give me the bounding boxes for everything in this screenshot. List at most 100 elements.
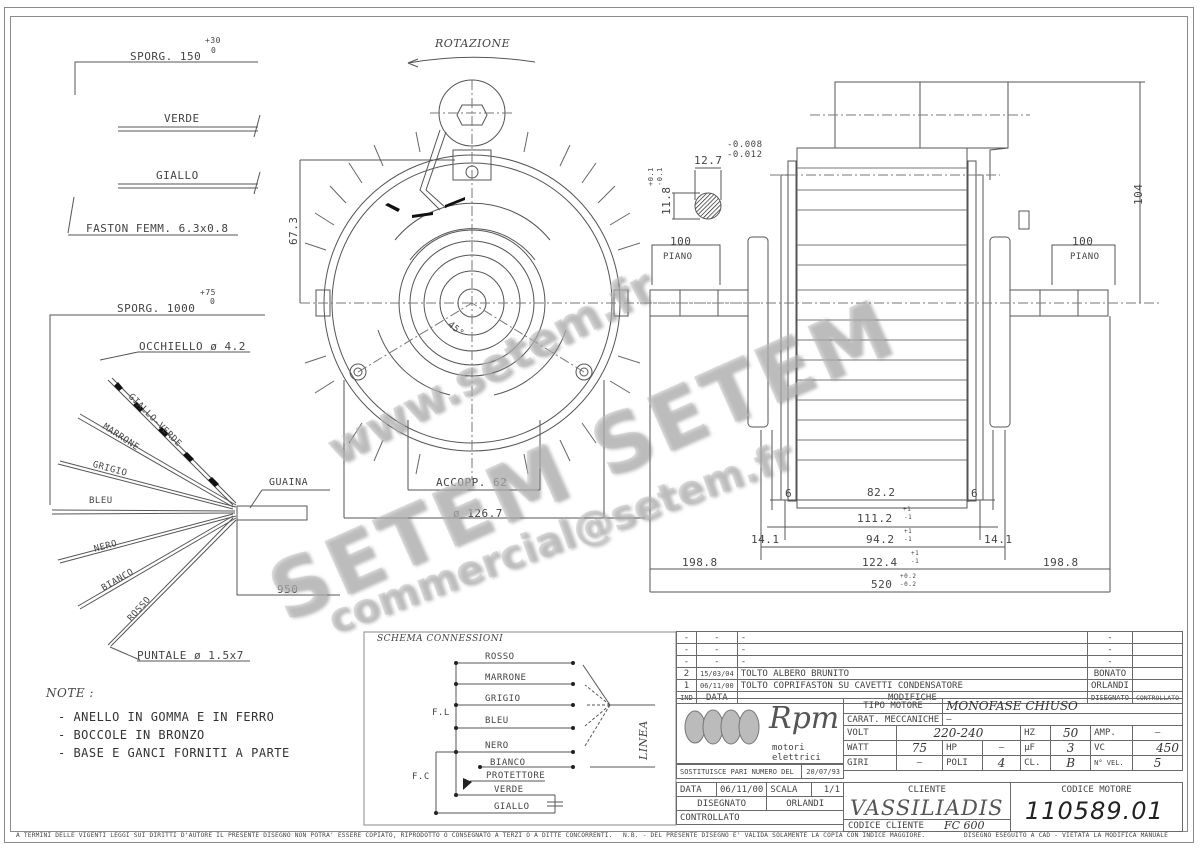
rev-ind: 1 xyxy=(676,679,697,692)
vc-value: 450 xyxy=(1132,740,1183,756)
wire-label-bleu: BLEU xyxy=(89,496,113,506)
schema-box xyxy=(363,631,677,826)
dim-6-left: 6 xyxy=(785,487,793,500)
sporg-1000-tol-plus: +75 xyxy=(200,288,216,297)
shaft-width-tol-upper: -0.008 xyxy=(727,140,763,150)
watt-value: 75 xyxy=(895,740,944,756)
rev-ind: - xyxy=(676,643,697,656)
sostituisce-table: SOSTITUISCE PARI NUMERO DEL 20/07/93 xyxy=(676,764,845,779)
piano-left-label: PIANO xyxy=(663,252,693,262)
rev-mod: - xyxy=(736,631,1089,644)
poli-label: POLI xyxy=(942,755,984,771)
shaft-flat-tol-upper: +0.1 xyxy=(647,167,655,186)
hp-label: HP xyxy=(942,740,984,756)
drawing-outer-frame xyxy=(4,7,1194,843)
rev-dis: ORLANDI xyxy=(1087,679,1133,692)
schema-wire-bianco: BIANCO xyxy=(490,758,526,768)
rev-ctrl xyxy=(1131,655,1184,668)
rotation-label: ROTAZIONE xyxy=(435,37,511,50)
rev-mod: - xyxy=(736,643,1089,656)
disegnato-label: DISEGNATO xyxy=(675,796,768,811)
cliente-label: CLIENTE xyxy=(908,785,946,795)
dim-82-2: 82.2 xyxy=(867,486,896,499)
amp-value: — xyxy=(1132,725,1183,741)
note-item: - BASE E GANCI FORNITI A PARTE xyxy=(58,746,290,760)
dim-94-2-tol-plus: +1 xyxy=(904,528,913,535)
shaft-width-tol-lower: -0.012 xyxy=(727,150,763,160)
schema-wire-rosso: ROSSO xyxy=(485,652,515,662)
rev-mod: - xyxy=(736,655,1089,668)
dim-111-2: 111.2 xyxy=(857,512,893,525)
giri-value: — xyxy=(895,755,944,771)
note-item: - ANELLO IN GOMMA E IN FERRO xyxy=(58,710,275,724)
schema-fl-label: F.L xyxy=(432,708,450,718)
dim-94-2-tol-minus: -1 xyxy=(904,536,913,543)
schema-wire-grigio: GRIGIO xyxy=(485,694,521,704)
rpm-coils-icon xyxy=(684,709,760,745)
nvel-label: N° VEL. xyxy=(1090,755,1134,771)
motor-spec-table: TIPO MOTORE MONOFASE CHIUSO CARAT. MECCA… xyxy=(842,698,1183,771)
rev-ind: 2 xyxy=(676,667,697,680)
revision-row: 2 15/03/04 TOLTO ALBERO BRUNITO BONATO xyxy=(676,667,1184,680)
rev-dis: - xyxy=(1087,655,1133,668)
guaina-label: GUAINA xyxy=(269,477,309,488)
carat-value: — xyxy=(942,713,1183,726)
puntale-label: PUNTALE ø 1.5x7 xyxy=(137,649,244,662)
data-label: DATA xyxy=(676,782,717,797)
schema-wire-nero: NERO xyxy=(485,741,509,751)
tipo-motore-value: MONOFASE CHIUSO xyxy=(942,698,1183,714)
accopp-label: ACCOPP. 62 xyxy=(436,476,508,489)
dim-111-2-tol-minus: -1 xyxy=(904,514,913,521)
piano-right-label: PIANO xyxy=(1070,252,1100,262)
cliente-value: VASSILIADIS xyxy=(850,796,1004,820)
rev-ind: - xyxy=(676,631,697,644)
sporg-150-tol-plus: +30 xyxy=(205,36,221,45)
dim-67-3: 67.3 xyxy=(287,216,300,246)
volt-value: 220-240 xyxy=(895,725,1022,741)
volt-label: VOLT xyxy=(843,725,897,741)
occhiello-label: OCCHIELLO ø 4.2 xyxy=(139,340,246,353)
disegnato-value: ORLANDI xyxy=(766,796,844,811)
main-leads-lines xyxy=(49,314,340,662)
rev-ctrl xyxy=(1131,667,1184,680)
schema-fc-label: F.C xyxy=(412,772,430,782)
rev-dis: BONATO xyxy=(1087,667,1133,680)
shaft-flat-dim: 11.8 xyxy=(660,186,673,216)
rev-ctrl xyxy=(1131,631,1184,644)
length-950-label: 950 xyxy=(277,583,299,596)
footer-cad: DISEGNO ESEGUITO A CAD - VIETATA LA MODI… xyxy=(964,832,1169,839)
shaft-width-dim: 12.7 xyxy=(694,154,723,167)
rev-date: - xyxy=(696,643,738,656)
sostituisce-date: 20/07/93 xyxy=(800,764,845,779)
piano-right-length: 100 xyxy=(1072,235,1094,248)
rev-ctrl xyxy=(1131,643,1184,656)
dim-520-tol-minus: -0.2 xyxy=(900,581,917,588)
hp-value: — xyxy=(982,740,1022,756)
front-view-motor xyxy=(299,56,760,519)
harness-marks xyxy=(385,197,465,218)
schema-wires xyxy=(435,662,655,814)
revision-row-empty: - - - - xyxy=(676,631,1184,644)
drawing-inner-frame xyxy=(10,16,1188,832)
footer-nb: N.B. - DEL PRESENTE DISEGNO E' VALIDA SO… xyxy=(623,832,926,839)
sporg-1000-label: SPORG. 1000 xyxy=(117,302,196,315)
schema-wire-marrone: MARRONE xyxy=(485,673,527,683)
sporg-1000-tol-minus: 0 xyxy=(210,297,216,306)
piano-left-length: 100 xyxy=(670,235,692,248)
rev-dis: - xyxy=(1087,631,1133,644)
codice-motore-value: 110589.01 xyxy=(1025,797,1164,825)
sostituisce-label: SOSTITUISCE PARI NUMERO DEL xyxy=(676,764,802,779)
codice-motore-label: CODICE MOTORE xyxy=(1061,785,1132,795)
rev-date: - xyxy=(696,655,738,668)
uf-value: 3 xyxy=(1050,740,1092,756)
schema-title: SCHEMA CONNESSIONI xyxy=(377,634,504,644)
cliente-box: CLIENTE VASSILIADIS CODICE CLIENTE FC 60… xyxy=(843,782,1011,832)
nvel-value: 5 xyxy=(1132,755,1183,771)
hz-value: 50 xyxy=(1050,725,1092,741)
dim-122-4-tol-plus: +1 xyxy=(911,550,920,557)
top-leads-lines xyxy=(67,61,261,236)
schema-wire-giallo: GIALLO xyxy=(494,802,530,812)
schema-linea-label: LINEA xyxy=(637,720,650,760)
rev-ind: - xyxy=(676,655,697,668)
